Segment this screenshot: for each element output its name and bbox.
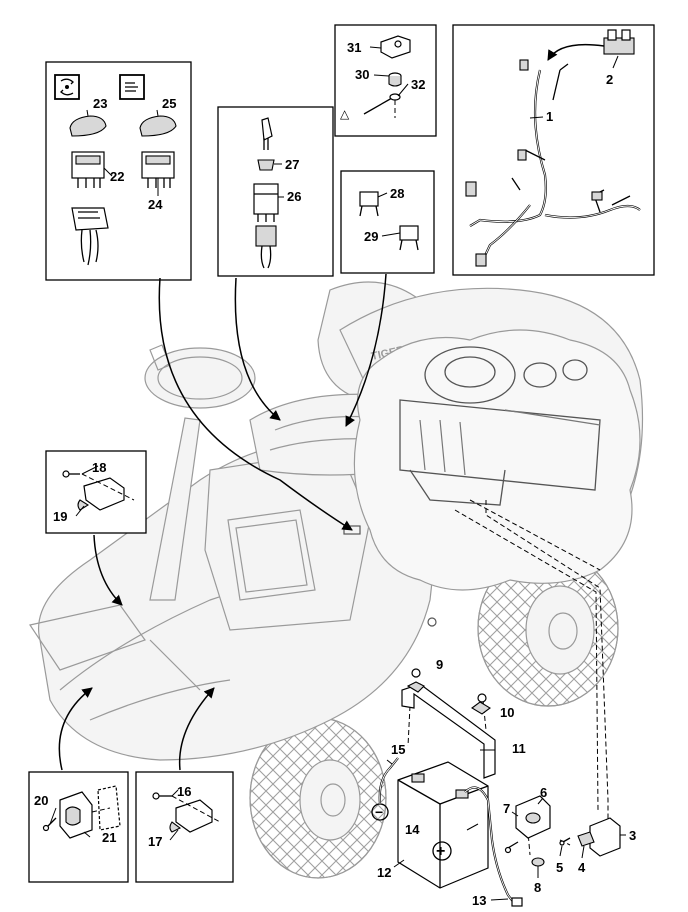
- panel-switch-16-17: [135, 771, 234, 883]
- callout-18: 18: [92, 460, 106, 475]
- callout-14: 14: [405, 822, 420, 837]
- callout-21: 21: [102, 830, 116, 845]
- negative-terminal-symbol: −: [375, 804, 383, 820]
- positive-terminal-symbol: +: [436, 843, 445, 860]
- callout-4: 4: [578, 860, 586, 875]
- callout-32: 32: [411, 77, 425, 92]
- panel-ignition-26-27: [217, 106, 334, 277]
- panel-switches-22-25: [45, 61, 192, 281]
- callout-29: 29: [364, 229, 378, 244]
- callout-15: 15: [391, 742, 405, 757]
- callout-labels: 1 2 3 4 5 6 7 8 9 10 11 12 13 14 15 16 1…: [34, 40, 636, 908]
- callout-11: 11: [512, 741, 526, 756]
- panel-microswitches-28-29: [340, 170, 435, 274]
- callout-31: 31: [347, 40, 361, 55]
- switch-cap: [139, 115, 177, 137]
- callout-24: 24: [148, 197, 163, 212]
- callout-6: 6: [540, 785, 547, 800]
- callout-2: 2: [606, 72, 613, 87]
- mower-illustration: TIGER: [29, 281, 644, 879]
- panel-sensor-30-32: △: [334, 24, 437, 137]
- callout-12: 12: [377, 865, 391, 880]
- callout-7: 7: [503, 801, 510, 816]
- callout-22: 22: [110, 169, 124, 184]
- callout-17: 17: [148, 834, 162, 849]
- callout-8: 8: [534, 880, 541, 895]
- gear-icon: [65, 85, 69, 89]
- pointer-arrows: [58, 273, 387, 771]
- callout-19: 19: [53, 509, 67, 524]
- callout-16: 16: [177, 784, 191, 799]
- callout-30: 30: [355, 67, 369, 82]
- callout-20: 20: [34, 793, 48, 808]
- panel-harness-1-2: [452, 24, 655, 276]
- callout-26: 26: [287, 189, 301, 204]
- panel-switch-20-21: [28, 771, 129, 883]
- callout-28: 28: [390, 186, 404, 201]
- switch-cap: [69, 115, 107, 137]
- blade-icon: [125, 82, 138, 92]
- callout-27: 27: [285, 157, 299, 172]
- callout-10: 10: [500, 705, 514, 720]
- callout-25: 25: [162, 96, 176, 111]
- callout-13: 13: [472, 893, 486, 908]
- callout-9: 9: [436, 657, 443, 672]
- callout-5: 5: [556, 860, 563, 875]
- panel-switch-18-19: [45, 450, 147, 534]
- battery-assembly: + −: [371, 668, 621, 907]
- callout-3: 3: [629, 828, 636, 843]
- callout-23: 23: [93, 96, 107, 111]
- warning-symbol: △: [340, 107, 350, 121]
- leader-lines: [49, 46, 626, 901]
- callout-1: 1: [546, 109, 553, 124]
